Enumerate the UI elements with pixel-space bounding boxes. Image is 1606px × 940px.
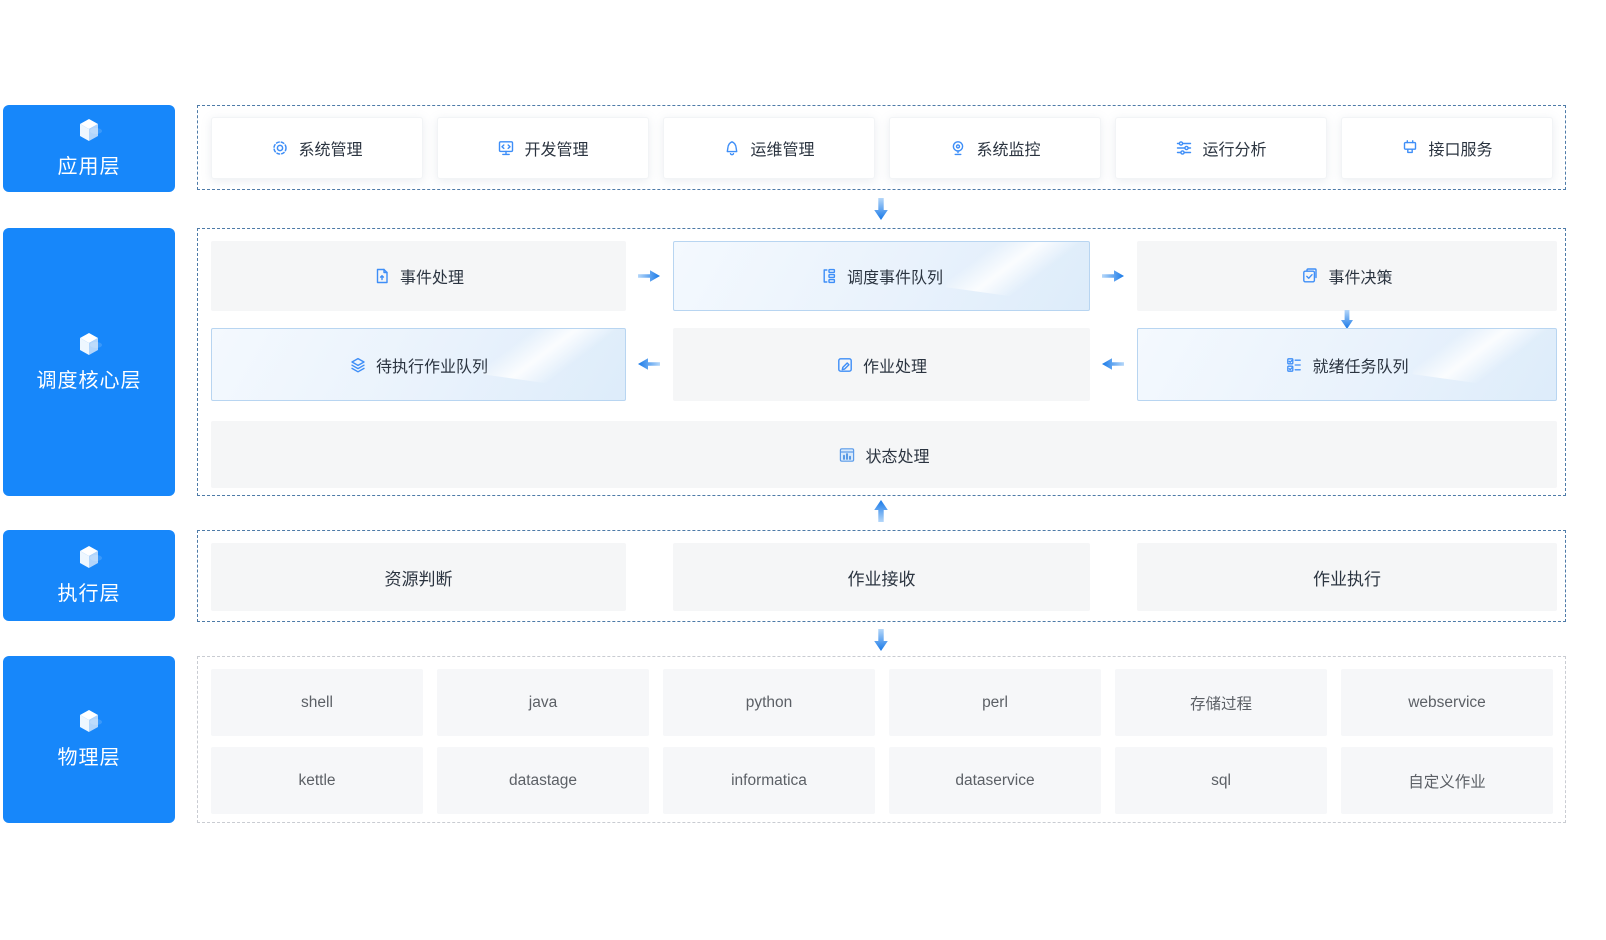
phys-node-kettle: kettle — [211, 747, 423, 814]
status-chart-icon — [838, 446, 856, 464]
core-node-ready-task-queue: 就绪任务队列 — [1137, 328, 1557, 401]
core-node-schedule-event-queue: 调度事件队列 — [673, 241, 1090, 311]
phys-node-shell: shell — [211, 669, 423, 736]
exec-node-job-execute: 作业执行 — [1137, 543, 1557, 611]
app-item-label: 开发管理 — [524, 142, 589, 159]
core-node-label: 调度事件队列 — [846, 270, 943, 287]
phys-node-java: java — [437, 669, 649, 736]
layers-icon — [349, 356, 367, 374]
phys-node-label: sql — [1211, 771, 1231, 789]
document-arrow-icon — [373, 267, 391, 285]
check-doc-icon — [1301, 267, 1319, 285]
exec-node-job-receive: 作业接收 — [673, 543, 1090, 611]
exec-node-label: 作业接收 — [847, 569, 916, 589]
app-item-run-analysis: 运行分析 — [1115, 117, 1327, 179]
phys-node-dataservice: dataservice — [889, 747, 1101, 814]
app-item-label: 运维管理 — [750, 142, 815, 159]
execution-layer-container: 资源判断 作业接收 作业执行 — [197, 530, 1566, 622]
exec-node-resource-judgement: 资源判断 — [211, 543, 626, 611]
core-node-label: 状态处理 — [865, 448, 930, 466]
phys-node-python: python — [663, 669, 875, 736]
core-layer-container: 事件处理 调度事件队列 事件决策 待执行 — [197, 228, 1566, 496]
queue-tree-icon — [820, 267, 838, 285]
phys-node-informatica: informatica — [663, 747, 875, 814]
layer-badge-execution: 执行层 — [3, 530, 175, 621]
layer-label: 应用层 — [57, 156, 121, 178]
cube-icon — [74, 709, 104, 735]
layer-label: 执行层 — [57, 583, 121, 605]
app-item-dev-management: 开发管理 — [437, 117, 649, 179]
app-item-interface-service: 接口服务 — [1341, 117, 1553, 179]
webcam-icon — [949, 139, 967, 157]
task-list-icon — [1285, 356, 1303, 374]
app-item-label: 接口服务 — [1428, 142, 1493, 159]
app-item-label: 运行分析 — [1202, 142, 1267, 159]
layer-badge-core: 调度核心层 — [3, 228, 175, 496]
app-item-ops-management: 运维管理 — [663, 117, 875, 179]
gear-icon — [271, 139, 289, 157]
phys-node-label: datastage — [508, 771, 578, 789]
physical-layer-container: shell java python perl 存储过程 webservice k… — [197, 656, 1566, 823]
phys-node-stored-procedure: 存储过程 — [1115, 669, 1327, 736]
phys-node-label: perl — [982, 693, 1008, 711]
app-item-system-monitoring: 系统监控 — [889, 117, 1101, 179]
arrow-right-icon — [1100, 268, 1126, 284]
phys-node-label: dataservice — [955, 771, 1035, 789]
phys-node-label: webservice — [1408, 693, 1486, 711]
cube-icon — [74, 545, 104, 571]
interface-icon — [1401, 139, 1419, 157]
phys-node-label: kettle — [298, 771, 336, 789]
arrow-down-icon — [1339, 309, 1355, 331]
core-node-label: 待执行作业队列 — [375, 358, 488, 376]
core-node-label: 事件决策 — [1328, 270, 1393, 287]
phys-node-label: 自定义作业 — [1408, 773, 1486, 791]
app-item-label: 系统管理 — [298, 142, 363, 159]
phys-node-label: java — [528, 693, 558, 711]
arrow-left-icon — [636, 356, 662, 372]
core-node-pending-job-queue: 待执行作业队列 — [211, 328, 626, 401]
app-item-system-management: 系统管理 — [211, 117, 423, 179]
arrow-right-icon — [636, 268, 662, 284]
phys-node-custom-job: 自定义作业 — [1341, 747, 1553, 814]
edit-square-icon — [836, 356, 854, 374]
phys-node-datastage: datastage — [437, 747, 649, 814]
phys-node-sql: sql — [1115, 747, 1327, 814]
phys-node-label: python — [745, 693, 793, 711]
layer-label: 物理层 — [57, 747, 121, 769]
layer-badge-physical: 物理层 — [3, 656, 175, 823]
layer-badge-application: 应用层 — [3, 105, 175, 192]
cube-icon — [74, 332, 104, 358]
core-node-label: 事件处理 — [399, 270, 464, 287]
core-node-label: 作业处理 — [862, 358, 927, 376]
exec-node-label: 资源判断 — [384, 569, 453, 589]
core-node-label: 就绪任务队列 — [1312, 358, 1409, 376]
layer-label: 调度核心层 — [36, 369, 142, 392]
phys-node-perl: perl — [889, 669, 1101, 736]
dev-monitor-icon — [497, 139, 515, 157]
arrow-up-icon — [872, 498, 890, 524]
core-node-event-decision: 事件决策 — [1137, 241, 1557, 311]
application-layer-container: 系统管理 开发管理 运维管理 系统监控 运行分析 — [197, 105, 1566, 190]
cube-icon — [74, 118, 104, 144]
arrow-down-icon — [872, 196, 890, 222]
phys-node-label: shell — [301, 693, 333, 711]
core-node-status-processing: 状态处理 — [211, 421, 1557, 488]
app-item-label: 系统监控 — [976, 142, 1041, 159]
arrow-down-icon — [872, 627, 890, 653]
arrow-left-icon — [1100, 356, 1126, 372]
phys-node-label: informatica — [731, 771, 807, 789]
core-node-event-processing: 事件处理 — [211, 241, 626, 311]
phys-node-webservice: webservice — [1341, 669, 1553, 736]
exec-node-label: 作业执行 — [1313, 569, 1381, 589]
alarm-icon — [723, 139, 741, 157]
sliders-icon — [1175, 139, 1193, 157]
core-node-job-processing: 作业处理 — [673, 328, 1090, 401]
phys-node-label: 存储过程 — [1189, 695, 1252, 713]
